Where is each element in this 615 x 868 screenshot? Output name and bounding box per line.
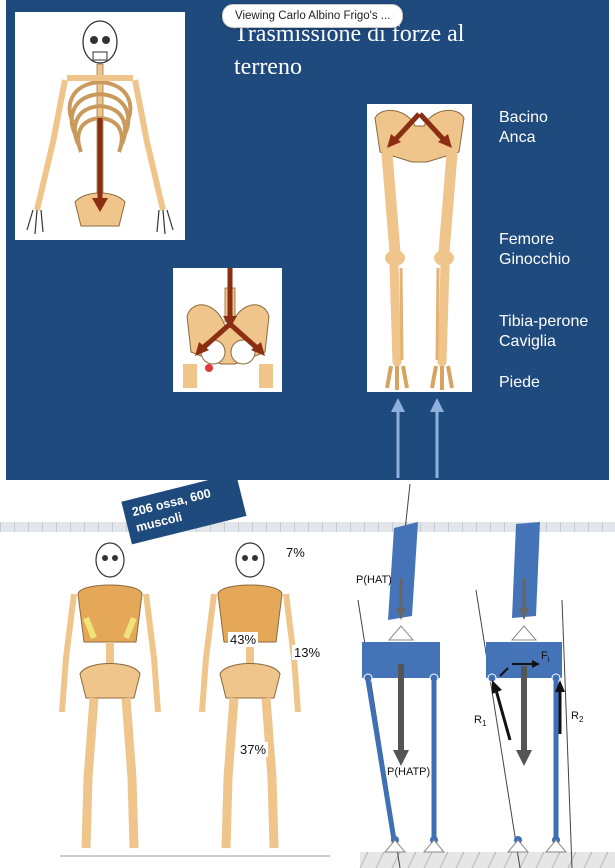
- label-fi: Fi: [541, 650, 550, 664]
- label-r2: R2: [571, 710, 583, 724]
- label-p-hat: P(HAT): [356, 574, 392, 586]
- label-r1: R1: [474, 714, 486, 728]
- model-right: [486, 522, 566, 852]
- label-fi-letter: F: [541, 650, 548, 662]
- label-r1-sub: 1: [482, 719, 486, 728]
- label-r2-letter: R: [571, 710, 579, 722]
- model-left: [362, 522, 444, 852]
- label-p-hatp: P(HATP): [387, 766, 430, 778]
- label-fi-sub: i: [548, 655, 550, 664]
- label-r2-sub: 2: [579, 715, 583, 724]
- label-r1-letter: R: [474, 714, 482, 726]
